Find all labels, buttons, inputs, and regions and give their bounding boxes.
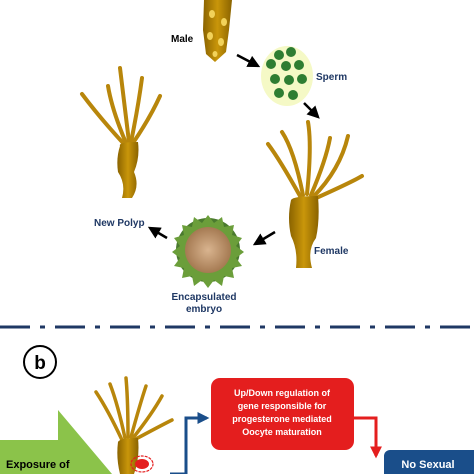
exposure-arrow: Exposure of (0, 410, 112, 474)
arrow-embryo-to-new-polyp (147, 226, 168, 240)
panel-b-badge-text: b (34, 353, 46, 374)
regulation-box: Up/Down regulation of gene responsible f… (211, 378, 354, 450)
embryo-label-line2: embryo (186, 304, 222, 315)
regulation-line-4: Oocyte maturation (242, 427, 322, 437)
female-label: Female (314, 246, 349, 257)
outcome-text: No Sexual (401, 459, 454, 471)
panel-b-polyp (94, 376, 174, 474)
female-polyp (266, 120, 364, 268)
arrow-female-to-embryo (252, 230, 276, 246)
regulation-line-2: gene responsible for (238, 401, 327, 411)
encapsulated-embryo (172, 215, 244, 288)
flow-arrow-to-outcome (354, 416, 382, 459)
regulation-line-3: progesterone mediated (232, 414, 332, 424)
arrow-sperm-to-female (303, 102, 320, 119)
exposure-text: Exposure of (6, 459, 70, 471)
panel-b-badge: b (23, 345, 57, 379)
male-label: Male (171, 34, 194, 45)
flow-arrow-to-regulation (170, 412, 210, 474)
arrow-male-to-sperm (236, 53, 261, 68)
new-polyp (80, 66, 162, 198)
male-polyp (203, 0, 232, 62)
new-polyp-label: New Polyp (94, 218, 145, 229)
outcome-box: No Sexual (384, 450, 474, 474)
regulation-line-1: Up/Down regulation of (234, 388, 331, 398)
sperm-label: Sperm (316, 72, 347, 83)
embryo-label-line1: Encapsulated (171, 292, 236, 303)
sperm-cluster (261, 46, 313, 106)
